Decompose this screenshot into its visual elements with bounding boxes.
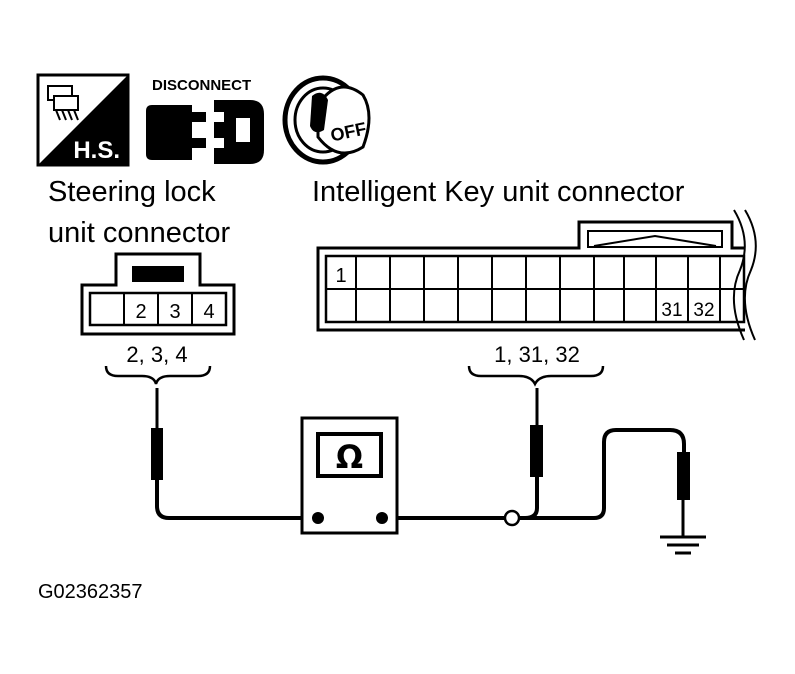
steering-lock-connector: 2 3 4 [80,252,236,336]
ohmmeter-icon: Ω [300,416,399,535]
steering-lock-selected-pins: 2, 3, 4 [126,342,187,367]
meter-terminal-negative [312,512,324,524]
steering-lock-brace [104,365,212,385]
intelligent-key-pin-31: 31 [661,300,682,321]
steering-lock-title-line2: unit connector [48,217,231,249]
steering-lock-pin-2: 2 [135,301,146,323]
steering-lock-pin-3: 3 [169,301,180,323]
disconnect-label: DISCONNECT [152,77,251,94]
intelligent-key-brace [467,365,605,387]
ground-icon [660,535,706,555]
intelligent-key-connector: 1 31 32 [316,209,757,341]
figure-code: G02362357 [38,581,143,603]
meter-terminal-positive [376,512,388,524]
ignition-key-icon: OFF [282,75,371,165]
right-probe [382,388,543,520]
intelligent-key-title: Intelligent Key unit connector [312,176,685,208]
steering-lock-title-line1: Steering lock [48,176,216,208]
harness-icon: H.S. [36,73,130,167]
ohm-symbol: Ω [336,438,363,476]
harness-label: H.S. [73,137,120,164]
disconnect-icon: DISCONNECT [146,77,264,164]
steering-lock-pin-4: 4 [203,301,214,323]
ground-lead [520,428,690,536]
wire-junction [503,509,521,527]
intelligent-key-pin-1: 1 [335,265,346,287]
intelligent-key-selected-pins: 1, 31, 32 [494,342,580,367]
left-probe [151,388,318,520]
intelligent-key-pin-32: 32 [693,300,714,321]
